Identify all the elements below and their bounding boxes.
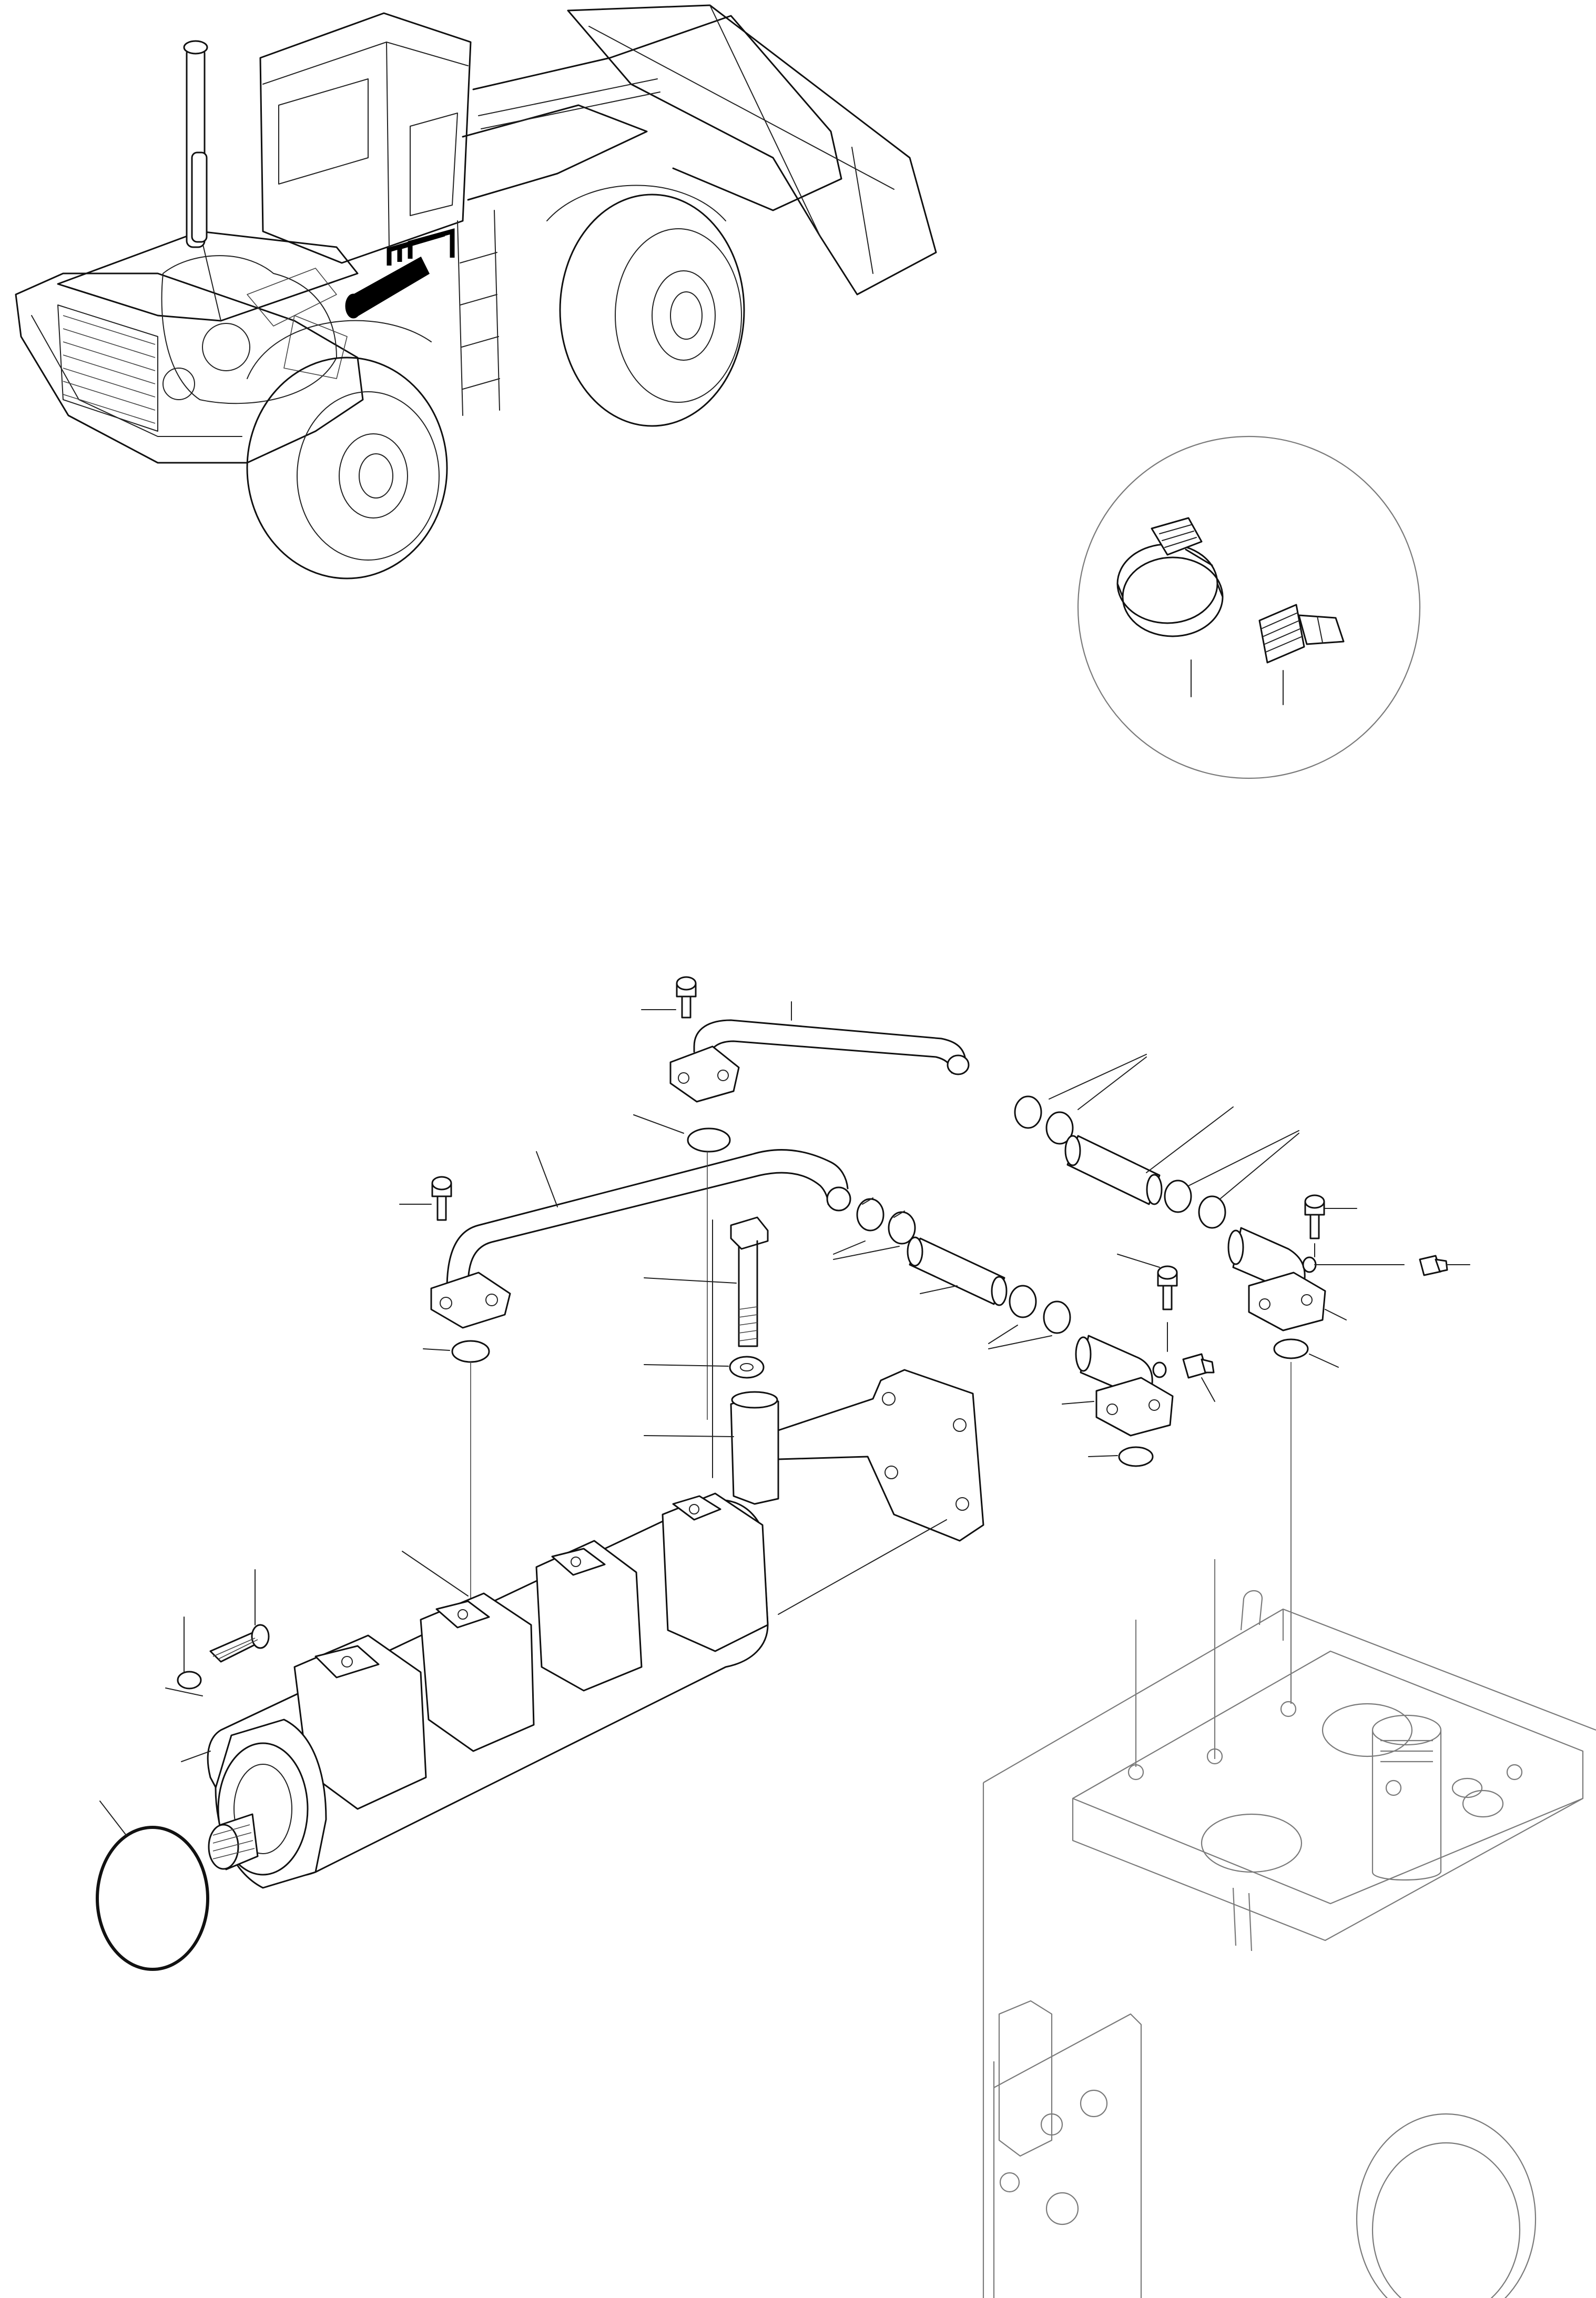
plug-detail: [1258, 604, 1345, 664]
radiator-grille: [57, 304, 158, 432]
bolt: [1157, 1265, 1178, 1310]
bolt: [1304, 1194, 1325, 1239]
upper-pipe: [669, 1019, 970, 1103]
elbow-flange: [1075, 1335, 1174, 1437]
o-ring: [1118, 1446, 1154, 1467]
lower-pipe: [430, 1149, 851, 1329]
exhaust-stack: [183, 40, 208, 248]
detail-magnifier: [1077, 435, 1421, 779]
bracket: [730, 1369, 984, 1542]
bolt: [209, 1624, 270, 1663]
exploded-view: [96, 976, 1596, 2298]
highlighted-hydraulic-pump: [345, 228, 455, 319]
bolt: [676, 976, 697, 1019]
hydraulic-tank: [982, 1559, 1596, 2298]
o-ring: [451, 1340, 490, 1363]
elbow-flange: [1227, 1227, 1326, 1331]
washer: [729, 1356, 765, 1379]
bolt: [730, 1216, 769, 1347]
o-ring: [96, 1826, 209, 1971]
engine-assembly: [161, 255, 348, 404]
hose-clamp-detail: [1116, 517, 1224, 637]
rear-wheel: [246, 357, 448, 579]
plug: [1182, 1353, 1215, 1379]
hose-clamp: [1014, 1095, 1074, 1145]
hydraulic-pump: [207, 1492, 769, 1889]
plug: [1419, 1255, 1448, 1276]
o-ring: [687, 1127, 731, 1153]
hose: [1064, 1135, 1163, 1205]
hose-clamp: [856, 1197, 916, 1245]
operator-cab: [259, 12, 472, 264]
hose: [907, 1236, 1008, 1306]
front-wheel: [559, 194, 745, 427]
o-ring: [1273, 1338, 1309, 1359]
hose-clamp: [1009, 1285, 1071, 1334]
bolt: [431, 1176, 452, 1221]
wheel-loader-illustration: [15, 4, 937, 579]
hose-clamp: [1164, 1179, 1226, 1229]
washer: [177, 1671, 202, 1690]
bucket: [567, 4, 937, 296]
